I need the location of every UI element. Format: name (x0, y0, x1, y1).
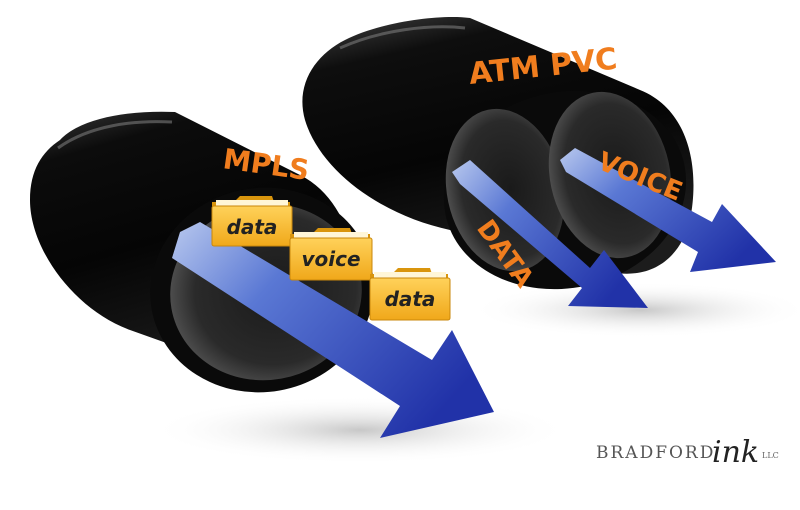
brand-name: BRADFORD (596, 443, 715, 463)
folder-3: data (369, 268, 451, 321)
mpls-arrow (172, 222, 494, 438)
atm-data-arrow (452, 160, 648, 308)
folder-1-label: data (227, 215, 278, 239)
atm-voice-arrow (560, 148, 776, 272)
brand-ink: ink (712, 435, 759, 470)
folder-1: data (211, 196, 293, 247)
folder-2: voice (289, 228, 373, 281)
folder-2-label: voice (301, 247, 360, 271)
bradford-ink-logo: BRADFORD ink LLC (596, 435, 779, 470)
folder-3-label: data (385, 287, 436, 311)
atm-pvc-tube (302, 16, 694, 290)
brand-suffix: LLC (762, 451, 779, 460)
right-tube-shadow (470, 282, 800, 338)
left-tube-shadow (150, 396, 570, 464)
